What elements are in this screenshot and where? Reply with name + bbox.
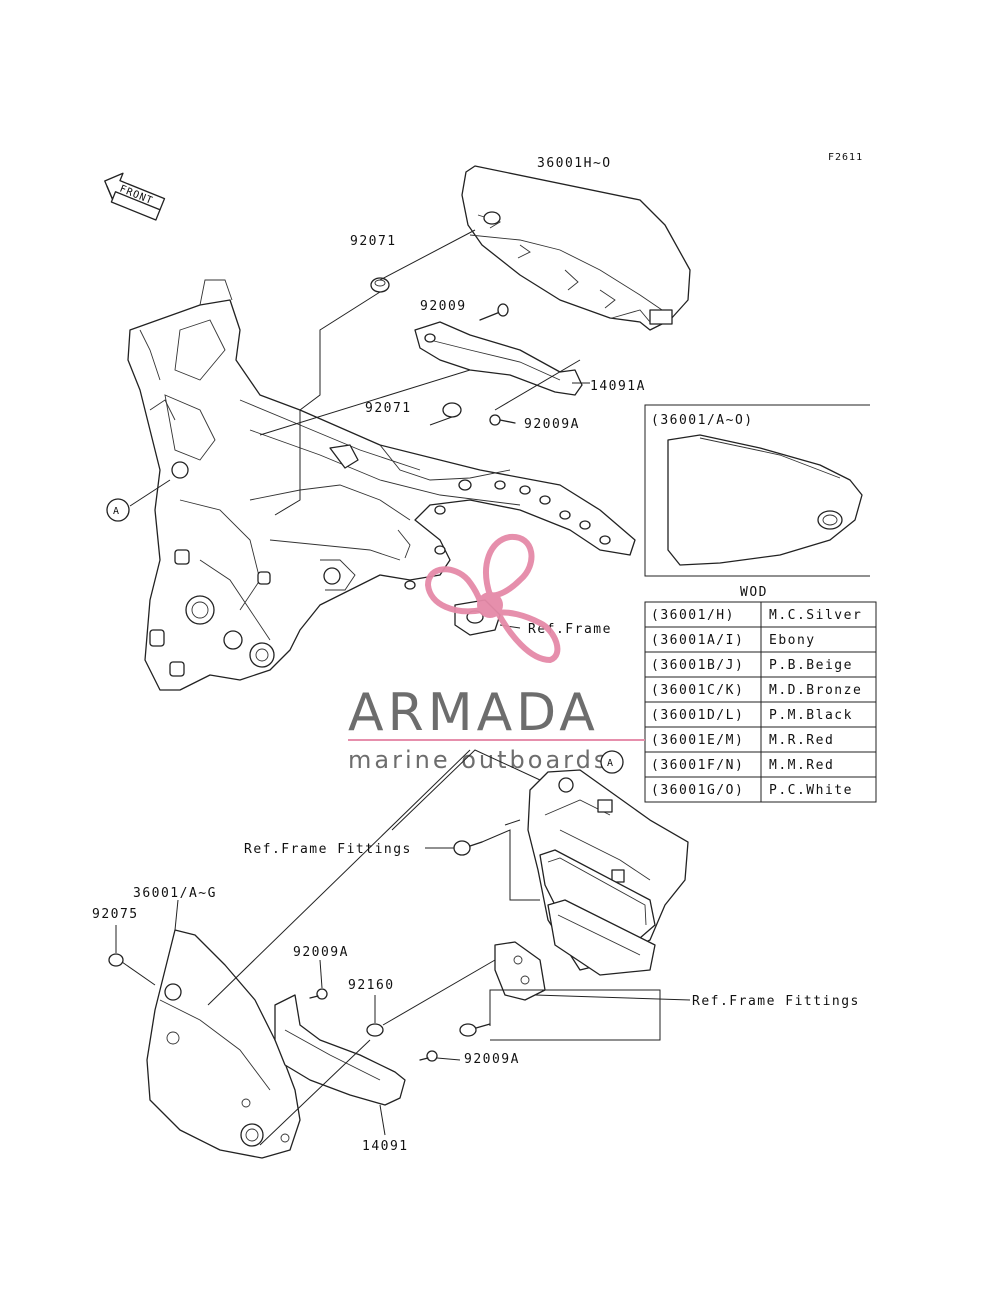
bolt-ref-frame-fittings-lower bbox=[459, 1023, 491, 1037]
propeller-logo-icon bbox=[424, 533, 561, 664]
bolt-ref-frame-fittings bbox=[453, 840, 483, 856]
ref-a-lower: A bbox=[600, 750, 624, 774]
color-table-code-6: (36001F/N) bbox=[651, 758, 744, 773]
label-92071-upper: 92071 bbox=[350, 234, 397, 249]
leader-lines-upper bbox=[129, 229, 590, 629]
color-table-code-1: (36001A/I) bbox=[651, 633, 744, 648]
bolt-92009a-upper bbox=[489, 414, 516, 426]
figure-code: F2611 bbox=[828, 152, 863, 163]
leader-lines-lower bbox=[115, 749, 691, 1146]
bolt-92009a-lower-upper bbox=[309, 988, 328, 1000]
svg-text:A: A bbox=[113, 506, 120, 517]
bushing-92071-lower bbox=[442, 402, 462, 418]
watermark-brand: ARMADA bbox=[348, 683, 599, 743]
label-36001h-o: 36001H~O bbox=[537, 156, 612, 171]
watermark-tagline: marine outboards bbox=[348, 746, 609, 774]
color-table-color-2: P.B.Beige bbox=[769, 658, 853, 673]
frame-fitting-plate bbox=[527, 769, 689, 976]
color-table-color-6: M.M.Red bbox=[769, 758, 834, 773]
label-92009a-lower: 92009A bbox=[464, 1052, 520, 1067]
label-ref-frame-fittings-right: Ref.Frame Fittings bbox=[692, 994, 860, 1009]
ref-a-upper: A bbox=[106, 498, 130, 522]
label-92009: 92009 bbox=[420, 299, 467, 314]
label-ref-frame-fittings-left: Ref.Frame Fittings bbox=[244, 842, 412, 857]
bracket-14091 bbox=[274, 994, 406, 1106]
inset-title: (36001/A~O) bbox=[651, 413, 754, 428]
inset-box: (36001/A~O) bbox=[644, 404, 870, 577]
color-table-code-4: (36001D/L) bbox=[651, 708, 744, 723]
collar-92160 bbox=[366, 1023, 384, 1037]
color-table-color-7: P.C.White bbox=[769, 783, 853, 798]
motorcycle-frame bbox=[127, 279, 636, 691]
side-cover-lower bbox=[146, 929, 301, 1159]
color-table-code-2: (36001B/J) bbox=[651, 658, 744, 673]
front-arrow-icon: FRONT bbox=[104, 172, 166, 221]
mounting-bracket-right bbox=[494, 941, 546, 1001]
color-table-header: WOD bbox=[740, 585, 768, 600]
side-cover-upper bbox=[461, 165, 691, 331]
color-table-code-7: (36001G/O) bbox=[651, 783, 744, 798]
bolt-92009a-lower bbox=[419, 1050, 438, 1062]
label-14091a: 14091A bbox=[590, 379, 646, 394]
bracket-14091a bbox=[414, 321, 583, 396]
color-table-code-5: (36001E/M) bbox=[651, 733, 744, 748]
label-14091: 14091 bbox=[362, 1139, 409, 1154]
label-92009a-upper: 92009A bbox=[524, 417, 580, 432]
color-table-color-1: Ebony bbox=[769, 633, 816, 648]
svg-text:A: A bbox=[607, 758, 614, 769]
color-table-color-4: P.M.Black bbox=[769, 708, 853, 723]
label-36001-a-g: 36001/A~G bbox=[133, 886, 217, 901]
bushing-92071-upper bbox=[370, 277, 390, 293]
color-table-color-5: M.R.Red bbox=[769, 733, 834, 748]
color-table-code-0: (36001/H) bbox=[651, 608, 735, 623]
label-92160: 92160 bbox=[348, 978, 395, 993]
color-table-color-0: M.C.Silver bbox=[769, 608, 862, 623]
color-table-code-3: (36001C/K) bbox=[651, 683, 744, 698]
armada-watermark: ARMADA marine outboards bbox=[348, 533, 645, 774]
label-92009a-lower-upper: 92009A bbox=[293, 945, 349, 960]
color-table: WOD (36001/H) M.C.Silver (36001A/I) Ebony (3… bbox=[644, 585, 877, 803]
label-92075: 92075 bbox=[92, 907, 139, 922]
nut-92075 bbox=[108, 953, 124, 967]
color-table-color-3: M.D.Bronze bbox=[769, 683, 862, 698]
bolt-92009 bbox=[479, 303, 509, 321]
label-92071-lower: 92071 bbox=[365, 401, 412, 416]
